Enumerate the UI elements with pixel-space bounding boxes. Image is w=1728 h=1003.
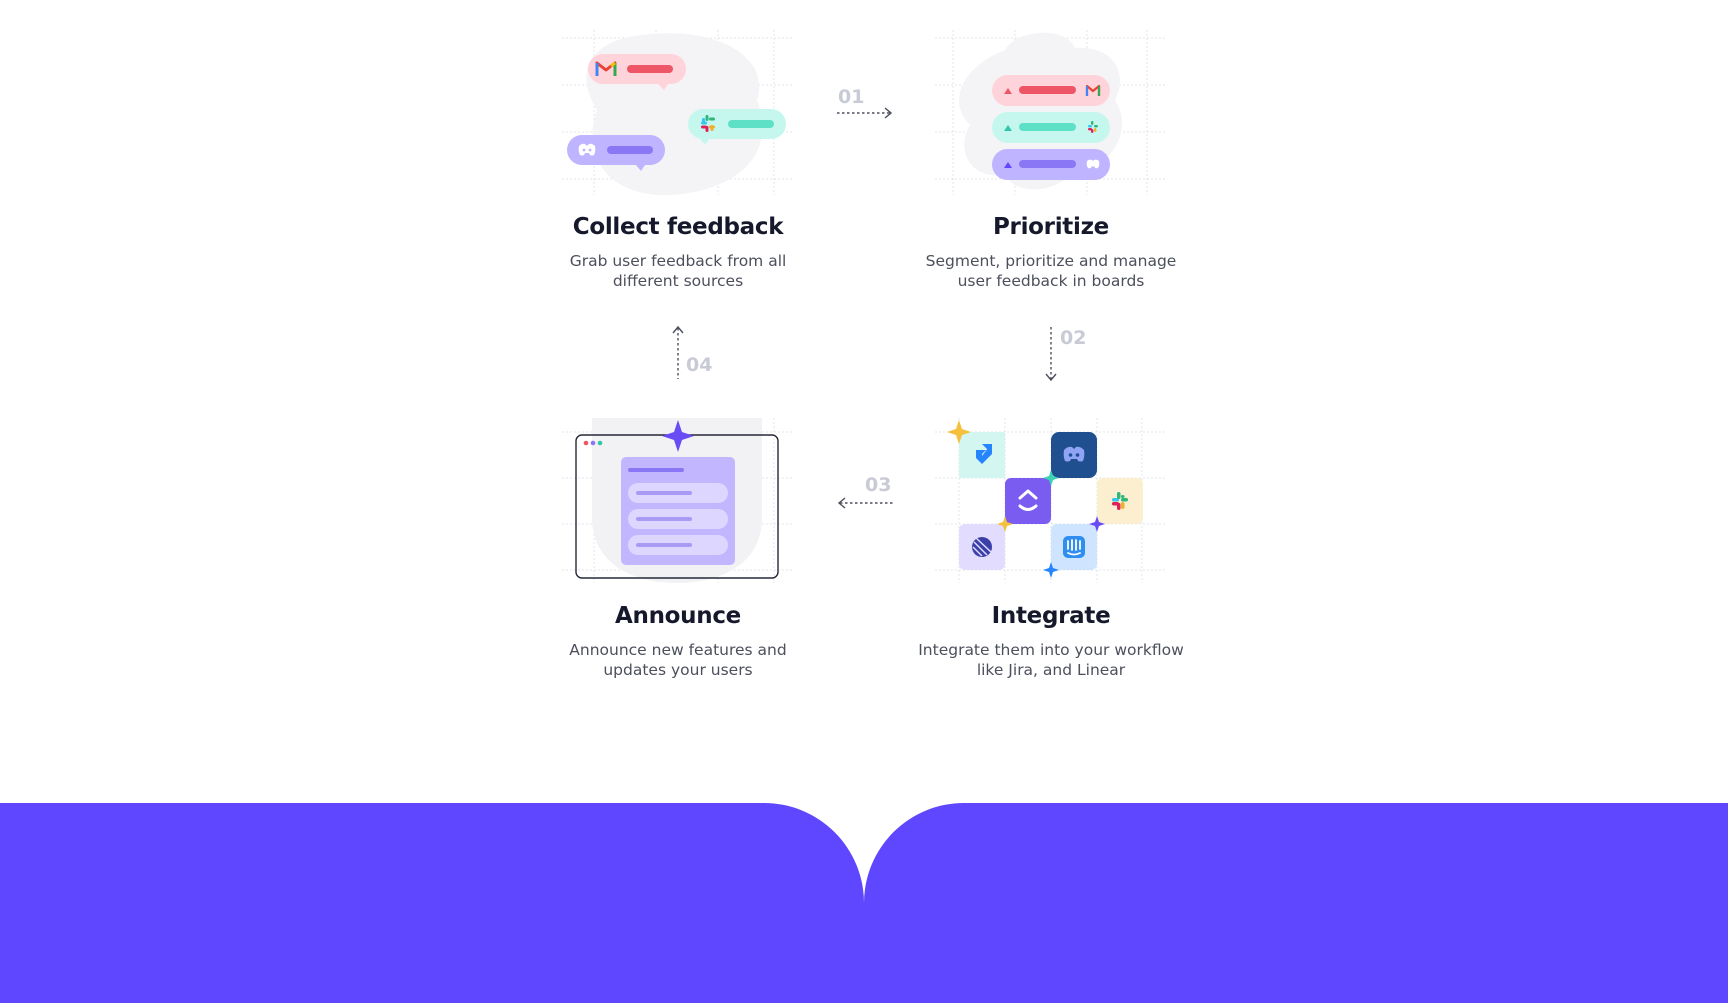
step-number-03: 03 [865,474,892,496]
prioritize-illustration [935,30,1167,195]
prioritize-card-discord [992,149,1110,180]
browser-window [575,434,779,579]
discord-tile [1051,432,1097,478]
discord-icon [1086,159,1100,169]
arrow-up-icon [672,325,684,379]
step-title: Announce [615,603,741,629]
collect-feedback-illustration [562,30,794,195]
slack-bubble [688,109,786,145]
step-title: Collect feedback [572,214,784,240]
sparkle-icon [662,420,694,452]
jira-icon [976,444,992,464]
sparkle-icon [947,420,1105,578]
slack-tile [1097,478,1143,524]
brand-footer-band [0,803,1728,1003]
intercom-icon [1063,536,1085,558]
jira-tile [959,432,1005,478]
prioritize-card-gmail [992,75,1110,106]
gmail-icon [595,61,617,76]
slack-icon [1112,492,1128,510]
discord-icon [1063,446,1085,462]
arrow-down-icon [1045,327,1057,382]
discord-icon [578,143,596,156]
step-title: Prioritize [993,214,1109,240]
discord-bubble [567,135,665,171]
clickup-icon [1018,489,1038,511]
prioritize-card-slack [992,112,1110,143]
gmail-bubble [588,54,686,90]
integrate-illustration [935,418,1167,583]
intercom-tile [1051,524,1097,570]
step-number-04: 04 [686,354,713,376]
announce-illustration [562,418,794,583]
arrow-left-icon [837,497,893,509]
gmail-icon [1085,84,1101,96]
clickup-tile [1005,478,1051,524]
step-number-01: 01 [838,86,865,108]
slack-icon [701,115,715,132]
arrow-right-icon [837,107,893,119]
step-number-02: 02 [1060,327,1087,349]
slack-icon [1088,121,1098,133]
step-title: Integrate [991,603,1111,629]
linear-icon [972,537,992,557]
linear-tile [959,524,1005,570]
